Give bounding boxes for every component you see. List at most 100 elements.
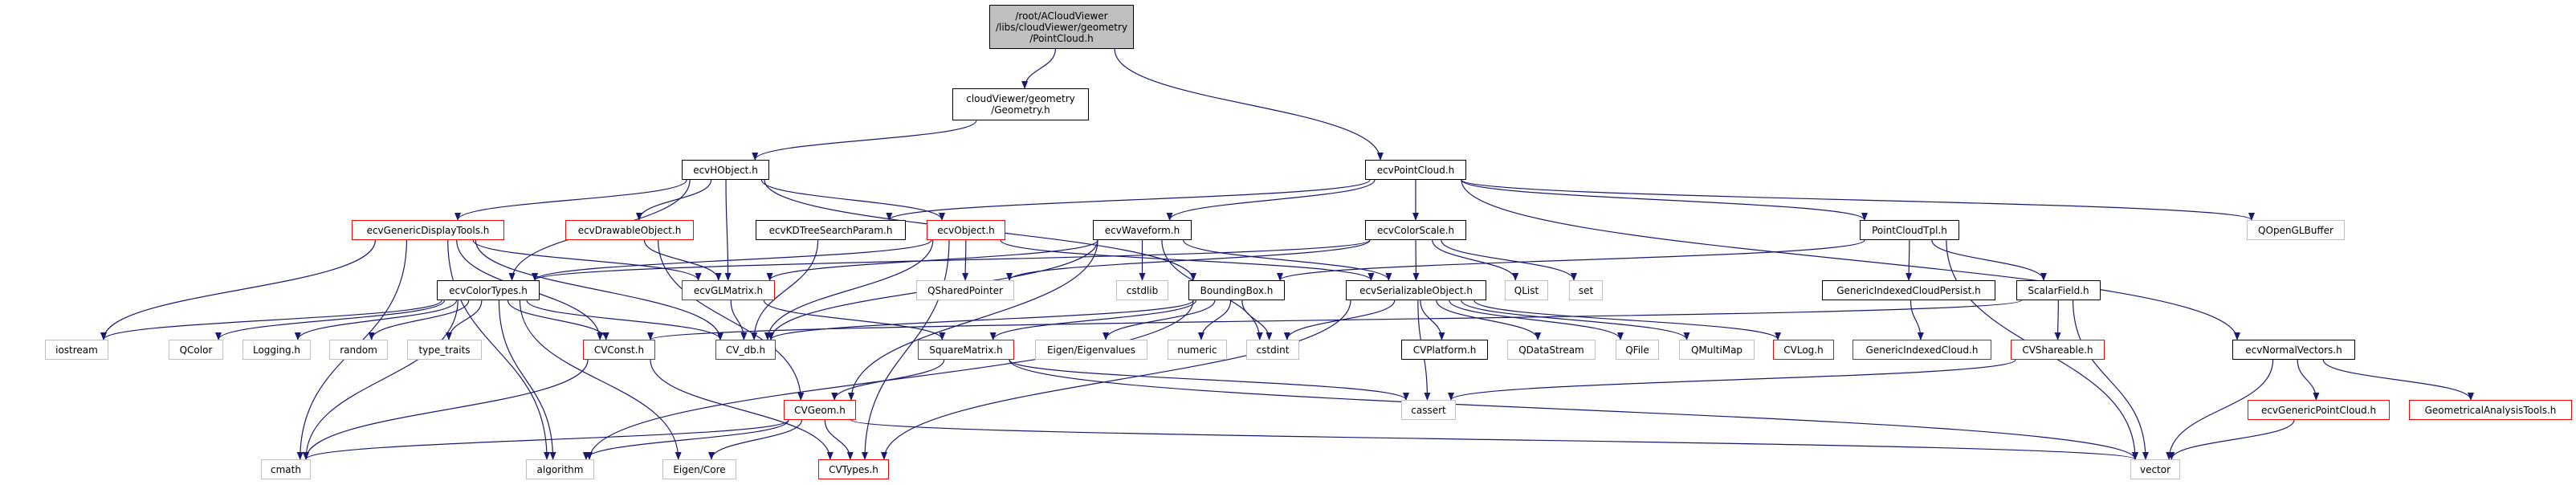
node-set[interactable]: set — [1569, 280, 1603, 300]
edge-colortypes-to-logging — [294, 300, 458, 340]
edge-scalarfield-to-cvshareable — [2054, 300, 2061, 340]
node-geometry[interactable]: cloudViewer/geometry /Geometry.h — [952, 88, 1089, 120]
node-label: CVGeom.h — [794, 404, 846, 416]
node-kdtree[interactable]: ecvKDTreeSearchParam.h — [756, 220, 906, 240]
node-normalvectors[interactable]: ecvNormalVectors.h — [2232, 340, 2355, 360]
edge-squarematrix-to-cassert — [1009, 359, 1409, 401]
node-qfile[interactable]: QFile — [1616, 340, 1659, 360]
node-scalarfield[interactable]: ScalarField.h — [2016, 280, 2101, 300]
node-label: QMultiMap — [1690, 344, 1743, 356]
edge-root-to-geometry — [1021, 48, 1056, 89]
node-cvlog[interactable]: CVLog.h — [1773, 340, 1834, 360]
edge-hobject-to-object — [760, 179, 945, 221]
edge-normalvectors-to-geoanalysis — [2322, 359, 2474, 401]
edge-colorscale-to-set — [1441, 239, 1577, 281]
node-label: set — [1578, 284, 1594, 296]
node-label: CVPlatform.h — [1412, 344, 1477, 356]
node-label: CV_db.h — [725, 344, 766, 356]
edge-bbox-to-cstdint — [1241, 300, 1273, 340]
edge-scalarfield-to-vector — [2072, 300, 2149, 460]
node-algorithm[interactable]: algorithm — [526, 459, 594, 479]
node-waveform[interactable]: ecvWaveform.h — [1093, 220, 1192, 240]
edge-geometry-to-hobject — [752, 120, 977, 161]
node-cvgeom[interactable]: CVGeom.h — [784, 400, 856, 420]
node-cvtypes[interactable]: CVTypes.h — [818, 459, 889, 479]
node-label: ecvGenericPointCloud.h — [2260, 404, 2377, 416]
edge-pointcloud-to-pctpl — [1461, 179, 1868, 221]
node-cmath[interactable]: cmath — [261, 459, 311, 479]
node-glmatrix[interactable]: ecvGLMatrix.h — [682, 280, 775, 300]
node-cstdint[interactable]: cstdint — [1246, 340, 1299, 360]
node-random[interactable]: random — [329, 340, 388, 360]
node-hobject[interactable]: ecvHObject.h — [682, 160, 769, 180]
node-drawable[interactable]: ecvDrawableObject.h — [565, 220, 694, 240]
node-cvplatform[interactable]: CVPlatform.h — [1401, 340, 1488, 360]
edge-colorscale-to-qlist — [1432, 239, 1519, 281]
node-label: QColor — [179, 344, 213, 356]
node-gic[interactable]: GenericIndexedCloud.h — [1853, 340, 1991, 360]
node-label: ecvHObject.h — [693, 164, 758, 176]
node-eigencore[interactable]: Eigen/Core — [662, 459, 736, 479]
node-label: cstdint — [1256, 344, 1290, 356]
edge-colortypes-to-eigencore — [519, 300, 682, 460]
edge-colortypes-to-cvconst — [507, 300, 609, 340]
edge-squarematrix-to-vector — [1009, 359, 2138, 460]
node-label: QList — [1514, 284, 1539, 296]
node-label: ecvGLMatrix.h — [693, 284, 764, 296]
node-label: CVConst.h — [593, 344, 645, 356]
node-cstdlib[interactable]: cstdlib — [1116, 280, 1168, 300]
node-typetraits[interactable]: type_traits — [407, 340, 482, 360]
node-iostream[interactable]: iostream — [45, 340, 108, 360]
edge-gdt-to-cvdb — [475, 239, 723, 340]
node-label: GeometricalAnalysisTools.h — [2424, 404, 2557, 416]
node-label: Eigen/Core — [673, 463, 726, 475]
edge-colortypes-to-iostream — [100, 300, 442, 340]
node-bbox[interactable]: BoundingBox.h — [1188, 280, 1285, 300]
edge-pointcloud-to-qoglbuf — [1461, 179, 2255, 221]
node-gdt[interactable]: ecvGenericDisplayTools.h — [352, 220, 504, 240]
node-label: iostream — [55, 344, 98, 356]
edge-pctpl-to-gicp — [1906, 239, 1913, 281]
node-eigenvalues[interactable]: Eigen/Eigenvalues — [1035, 340, 1147, 360]
node-qdatastream[interactable]: QDataStream — [1507, 340, 1596, 360]
edge-bbox-to-cvdb — [768, 300, 1194, 340]
edge-object-to-cvdb — [764, 239, 934, 340]
edge-serial-to-cvplatform — [1420, 300, 1445, 340]
node-qsharedptr[interactable]: QSharedPointer — [916, 280, 1014, 300]
node-geoanalysis[interactable]: GeometricalAnalysisTools.h — [2409, 400, 2572, 420]
node-numeric[interactable]: numeric — [1168, 340, 1227, 360]
edge-cvgeom-to-eigencore — [708, 419, 803, 460]
node-colorscale[interactable]: ecvColorScale.h — [1365, 220, 1466, 240]
node-qoglbuf[interactable]: QOpenGLBuffer — [2247, 220, 2345, 240]
node-gicp[interactable]: GenericIndexedCloudPersist.h — [1822, 280, 1995, 300]
node-pointcloud[interactable]: ecvPointCloud.h — [1365, 160, 1466, 180]
node-cassert[interactable]: cassert — [1401, 400, 1456, 420]
node-qcolor[interactable]: QColor — [169, 340, 223, 360]
node-logging[interactable]: Logging.h — [243, 340, 311, 360]
node-label: SquareMatrix.h — [929, 344, 1003, 356]
node-serial[interactable]: ecvSerializableObject.h — [1346, 280, 1486, 300]
edge-gicp-to-gic — [1910, 300, 1924, 340]
node-label: cstdlib — [1126, 284, 1159, 296]
edge-bbox-to-numeric — [1197, 300, 1232, 340]
node-vector[interactable]: vector — [2130, 459, 2180, 479]
edge-pointcloud-to-waveform — [1166, 179, 1376, 221]
node-qlist[interactable]: QList — [1505, 280, 1548, 300]
edge-scalarfield-to-cvconst — [647, 300, 2022, 340]
node-qmultimap[interactable]: QMultiMap — [1679, 340, 1755, 360]
edge-colortypes-to-cmath — [303, 300, 459, 460]
node-pctpl[interactable]: PointCloudTpl.h — [1860, 220, 1959, 240]
node-squarematrix[interactable]: SquareMatrix.h — [918, 340, 1014, 360]
node-label: type_traits — [418, 344, 471, 356]
node-cvshareable[interactable]: CVShareable.h — [2011, 340, 2105, 360]
node-colortypes[interactable]: ecvColorTypes.h — [437, 280, 540, 300]
edge-cvgeom-to-vector — [850, 419, 2138, 460]
edge-serial-to-qfile — [1449, 300, 1624, 340]
edge-cvconst-to-cmath — [303, 359, 589, 460]
node-cvdb[interactable]: CV_db.h — [715, 340, 776, 360]
node-root[interactable]: /root/ACloudViewer /libs/cloudViewer/geo… — [989, 5, 1134, 49]
node-genericpc[interactable]: ecvGenericPointCloud.h — [2248, 400, 2390, 420]
node-object[interactable]: ecvObject.h — [927, 220, 1005, 240]
node-label: cloudViewer/geometry /Geometry.h — [966, 93, 1075, 116]
node-cvconst[interactable]: CVConst.h — [583, 340, 655, 360]
